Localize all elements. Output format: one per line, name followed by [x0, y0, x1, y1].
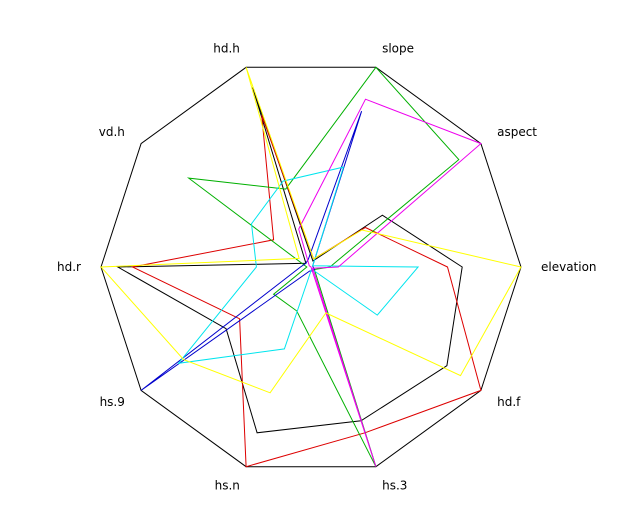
axis-label-hd-h: hd.h — [213, 41, 240, 55]
axis-label-hd-f: hd.f — [497, 395, 521, 409]
series-polygon-5 — [177, 166, 420, 364]
series-polygon-6 — [298, 98, 482, 467]
axis-label-vd-h: vd.h — [99, 125, 125, 139]
series-layer — [99, 66, 522, 468]
axis-label-aspect: aspect — [497, 125, 537, 139]
series-polygon-2 — [130, 115, 482, 468]
axis-label-hd-r: hd.r — [57, 260, 81, 274]
axis-label-hs-3: hs.3 — [382, 479, 407, 493]
axis-label-elevation: elevation — [541, 260, 597, 274]
axis-label-hs-n: hs.n — [215, 479, 240, 493]
axis-label-hs-9: hs.9 — [100, 395, 125, 409]
axis-labels: elevation aspect slope hd.h vd.h hd.r hs.9 hs.n… — [57, 41, 597, 492]
axis-label-slope: slope — [382, 41, 414, 55]
series-polygon-7 — [99, 67, 522, 394]
